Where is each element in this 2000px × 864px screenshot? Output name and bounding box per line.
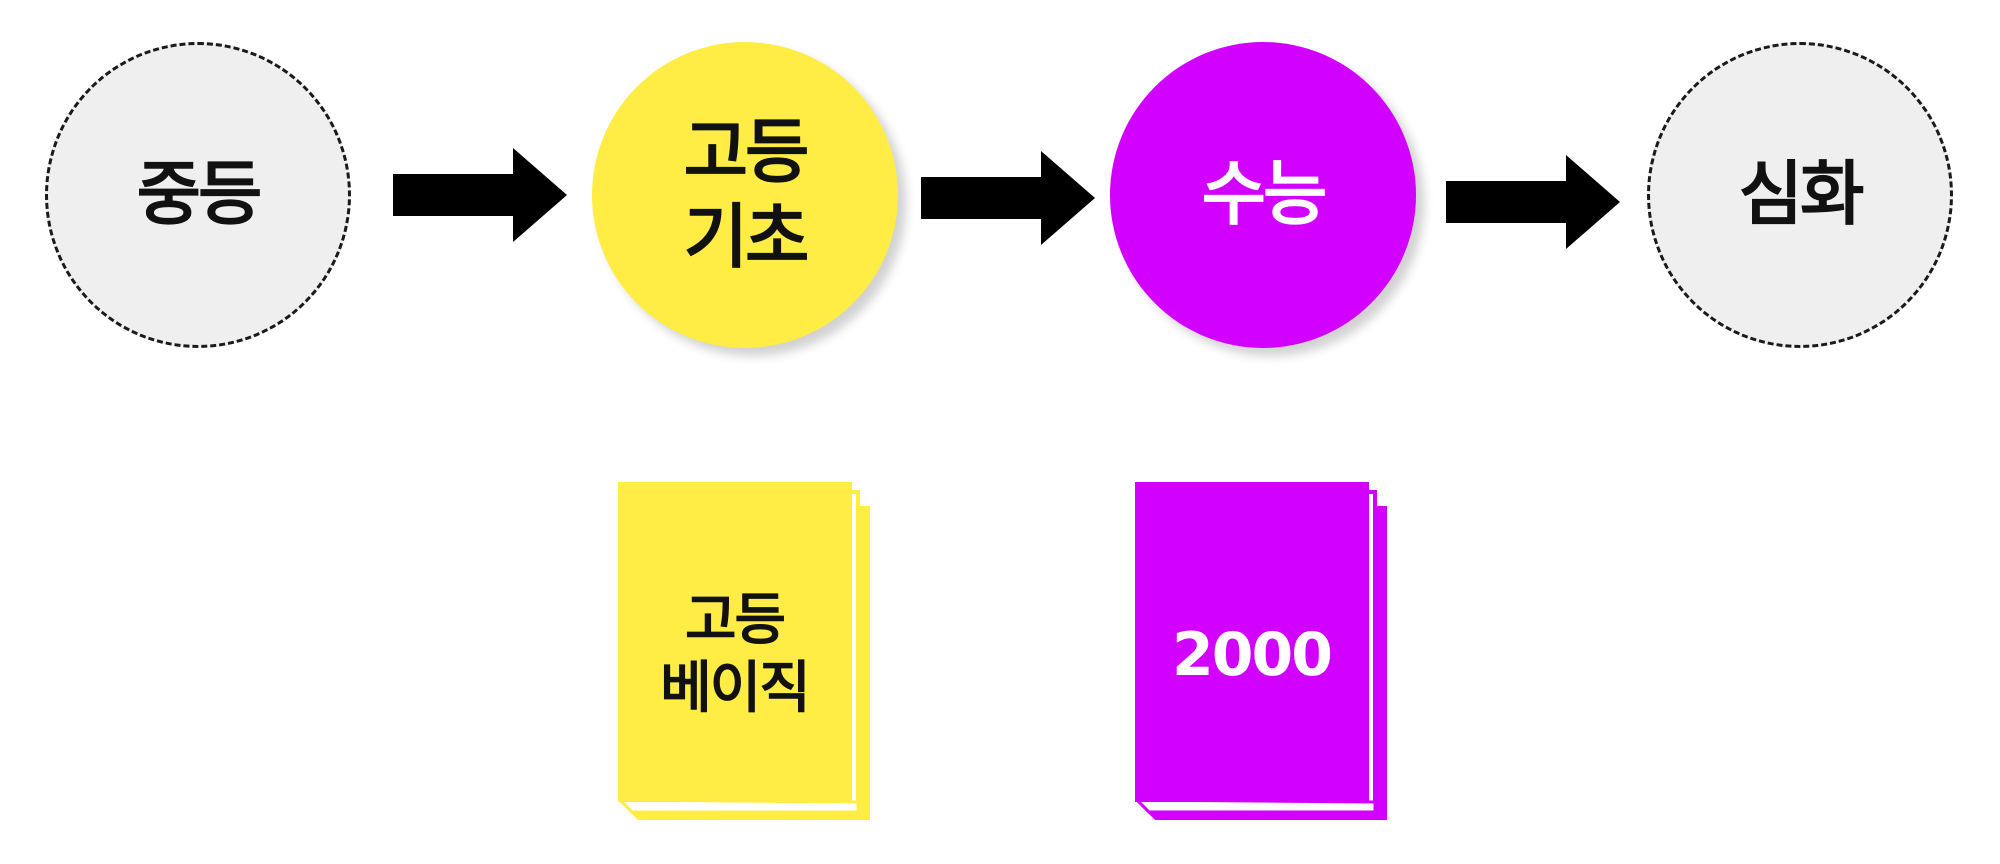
book-2000-title: 2000: [1172, 619, 1333, 690]
node-advanced-label: 심화: [1738, 153, 1865, 236]
book-high-school-basic-title: 고등 베이직: [660, 588, 811, 721]
book-high-school-basic: 고등 베이직: [618, 482, 873, 827]
node-middle-school-label: 중등: [136, 153, 263, 236]
arrow-right-icon: [393, 148, 567, 242]
node-high-school-basic-label: 고등 기초: [683, 110, 810, 278]
arrow-right-icon: [921, 151, 1095, 245]
arrow-right-icon: [1446, 155, 1620, 249]
node-suneung: 수능: [1110, 42, 1416, 348]
book-icon: [618, 482, 870, 820]
node-middle-school: 중등: [45, 42, 351, 348]
node-suneung-label: 수능: [1201, 153, 1328, 236]
book-icon: [1135, 482, 1387, 820]
book-2000: 2000: [1135, 482, 1390, 827]
node-advanced: 심화: [1647, 42, 1953, 348]
node-high-school-basic: 고등 기초: [592, 42, 898, 348]
